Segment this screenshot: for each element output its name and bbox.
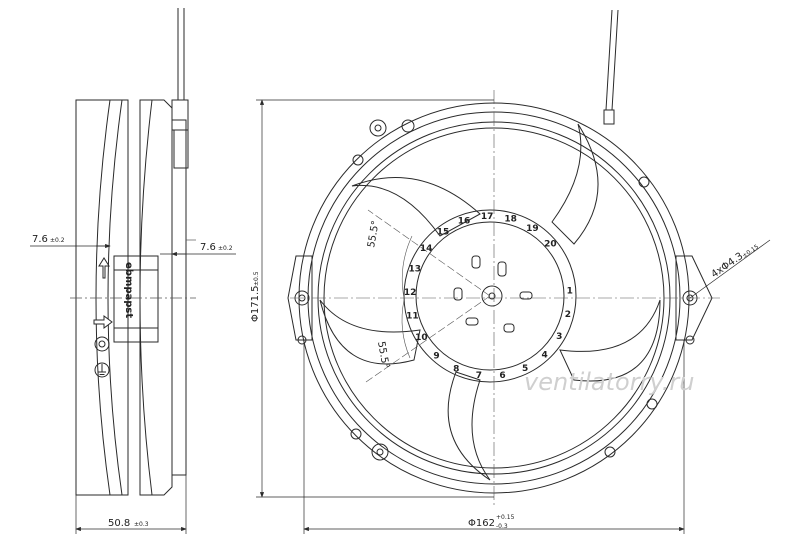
side-offset-left-value: 7.6: [32, 234, 48, 245]
hub-number: 18: [504, 215, 517, 225]
blade-1: [351, 177, 481, 237]
mount-holes-value: 4xΦ4.3: [709, 251, 745, 281]
airflow-arrow-up-icon: [98, 257, 110, 279]
hub-number: 16: [458, 216, 471, 226]
front-cable: [605, 9, 619, 111]
side-offset-right-value: 7.6: [200, 242, 216, 253]
side-cable: [177, 8, 185, 101]
height-diameter-tol: ±0.5: [253, 271, 260, 286]
blade-3: [559, 299, 661, 382]
front-view: [287, 9, 720, 506]
side-dimensions: [30, 243, 236, 534]
mount-holes-tol: ±0.15: [741, 243, 760, 259]
watermark: ventilatorry.ru: [524, 368, 695, 396]
hub-number: 15: [437, 227, 450, 237]
airflow-arrow-right-icon: [93, 315, 113, 329]
blade-angle-upper: 55.5°: [366, 220, 382, 249]
hub-center: [481, 285, 503, 307]
width-diameter-tol-lower: -0.3: [496, 523, 508, 530]
hub-number: 5: [522, 364, 528, 374]
blade-4: [447, 371, 491, 481]
side-housing-rear-flange: [172, 119, 187, 476]
side-housing-groove-1: [122, 99, 129, 496]
hub-number: 19: [526, 224, 539, 234]
blade-5: [319, 299, 421, 365]
hub-outer: [403, 209, 577, 383]
height-diameter-value: Φ171.5: [250, 286, 261, 323]
side-offset-right-tol: ±0.2: [218, 245, 233, 252]
hub-number: 2: [565, 310, 571, 320]
hub-ring: [415, 221, 565, 371]
hub-number: 3: [556, 332, 562, 342]
front-dimensions: [256, 99, 771, 534]
blade-angle-lower: 55.5°: [375, 341, 391, 370]
side-housing-front-rim: [107, 99, 123, 496]
blade-2: [551, 123, 599, 245]
width-diameter-tol-upper: +0.15: [496, 514, 515, 521]
depth-tol: ±0.3: [134, 521, 149, 528]
mount-hole-top-left: [369, 119, 387, 137]
mount-hole-bottom-left: [371, 443, 389, 461]
hub-number: 11: [406, 311, 419, 321]
hub-number: 6: [499, 371, 505, 381]
rotation-symbol-icon: [94, 336, 110, 352]
side-offset-left-tol: ±0.2: [50, 237, 65, 244]
hub-number: 9: [433, 352, 439, 362]
width-diameter-value: Φ162: [468, 518, 495, 529]
ground-symbol-icon: [94, 362, 110, 378]
side-view: [70, 8, 196, 496]
hub-number: 12: [404, 288, 417, 298]
hub-number: 14: [420, 244, 433, 254]
hub-number: 4: [541, 351, 547, 361]
side-housing-groove-2: [139, 99, 153, 496]
brand-label: ebmpapst: [123, 262, 134, 318]
hub-number: 7: [476, 371, 482, 381]
side-housing-outline: [75, 99, 111, 496]
hub-number: 1: [567, 286, 573, 296]
hub-number: 8: [453, 365, 459, 375]
hub-number: 10: [415, 333, 428, 343]
hub-number: 20: [544, 240, 557, 250]
side-housing-back: [152, 99, 173, 496]
hub-number: 13: [409, 265, 422, 275]
side-hub: [113, 255, 159, 343]
depth-value: 50.8: [108, 518, 130, 529]
hub-number: 17: [481, 212, 494, 222]
